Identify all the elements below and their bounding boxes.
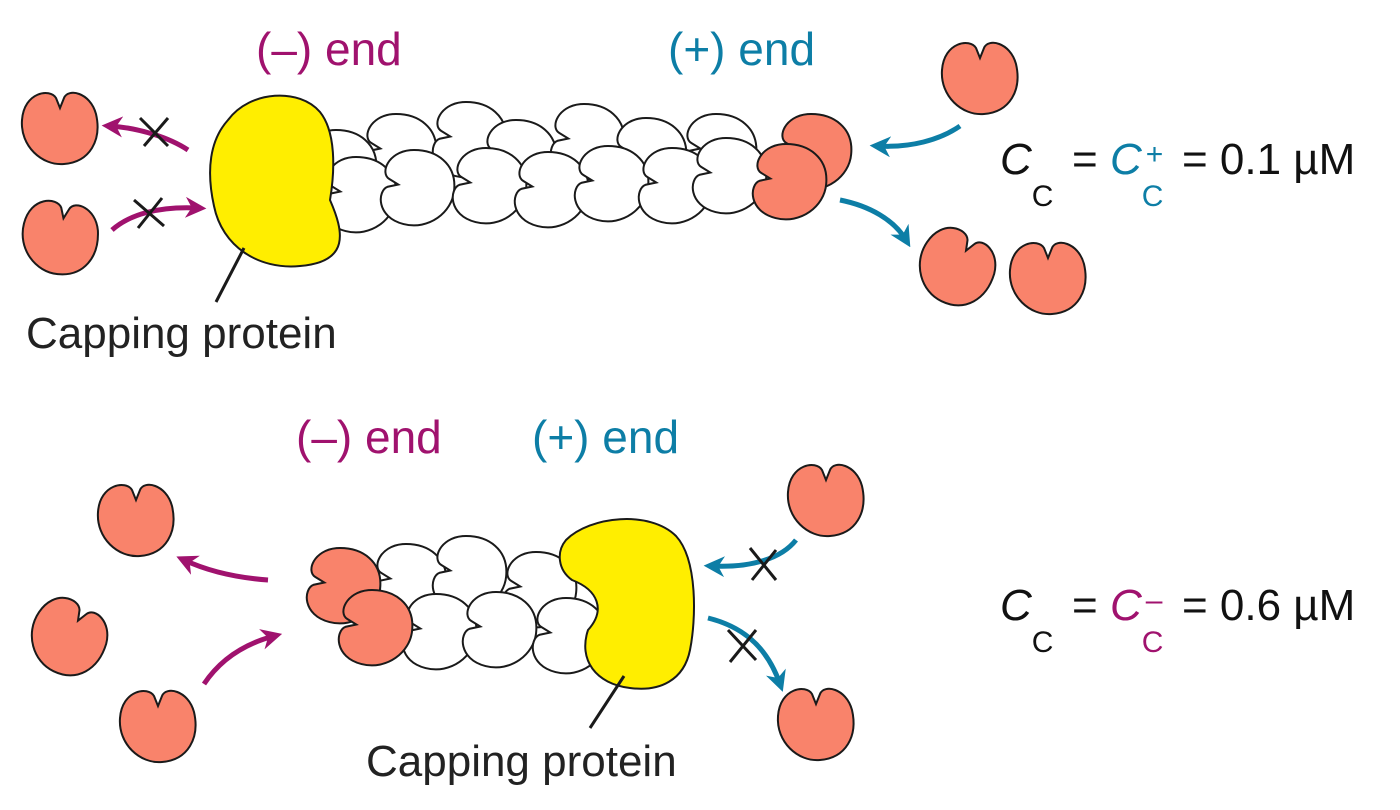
- top-panel: [15, 41, 1087, 320]
- top-minus-end-label: (–) end: [256, 23, 402, 75]
- eq-lhs-sub: C: [1031, 180, 1054, 213]
- eq-lhs-symbol: C: [1000, 581, 1032, 630]
- association-arrow: [201, 629, 283, 686]
- blocked-association-arrow: [703, 538, 798, 578]
- eq-equals: =: [1181, 581, 1208, 630]
- blocked-dissociation-arrow: [707, 615, 786, 692]
- monomer-icon: [786, 463, 865, 538]
- dissociation-arrow: [176, 555, 269, 583]
- x-mark-icon: [748, 547, 778, 581]
- monomer-icon: [15, 587, 120, 690]
- monomer-icon: [118, 689, 197, 764]
- eq-lhs-symbol: C: [1000, 135, 1032, 184]
- eq-equals: =: [1181, 135, 1208, 184]
- bottom-minus-end-label: (–) end: [296, 411, 442, 463]
- capping-pointer-line: [214, 247, 246, 303]
- monomer-icon: [940, 41, 1019, 116]
- eq-rhs-sub: C: [1141, 180, 1164, 213]
- top-capping-protein-label: Capping protein: [26, 309, 337, 358]
- capping-protein: [558, 518, 695, 690]
- top-plus-end-label: (+) end: [668, 23, 816, 75]
- eq-rhs-symbol: C: [1109, 581, 1142, 630]
- bottom-capping-protein-label: Capping protein: [366, 737, 677, 786]
- eq-equals: =: [1072, 135, 1098, 184]
- x-mark-icon: [726, 628, 758, 663]
- monomer-icon: [96, 483, 175, 558]
- monomer-icon: [15, 195, 105, 282]
- capping-pointer-line: [588, 675, 626, 729]
- eq-value: 0.6 µM: [1219, 581, 1356, 630]
- monomer-icon: [1008, 241, 1087, 316]
- eq-equals: =: [1072, 581, 1098, 630]
- bottom-plus-end-label: (+) end: [532, 411, 680, 463]
- monomer-icon: [20, 91, 99, 166]
- eq-rhs-symbol: C: [1109, 135, 1142, 184]
- monomer-icon: [776, 687, 855, 762]
- eq-rhs-sup: +: [1145, 138, 1164, 171]
- eq-lhs-sub: C: [1031, 626, 1054, 659]
- x-mark-icon: [133, 197, 165, 229]
- eq-rhs-sub: C: [1141, 626, 1164, 659]
- association-arrow: [869, 123, 962, 158]
- actin-filament: [297, 95, 774, 240]
- bottom-panel: [15, 463, 865, 764]
- monomer-icon: [903, 217, 1008, 320]
- capping-protein: [209, 94, 341, 268]
- x-mark-icon: [138, 116, 170, 148]
- eq-value: 0.1 µM: [1219, 135, 1356, 184]
- dissociation-arrow: [839, 197, 911, 248]
- eq-rhs-sup: –: [1145, 584, 1163, 617]
